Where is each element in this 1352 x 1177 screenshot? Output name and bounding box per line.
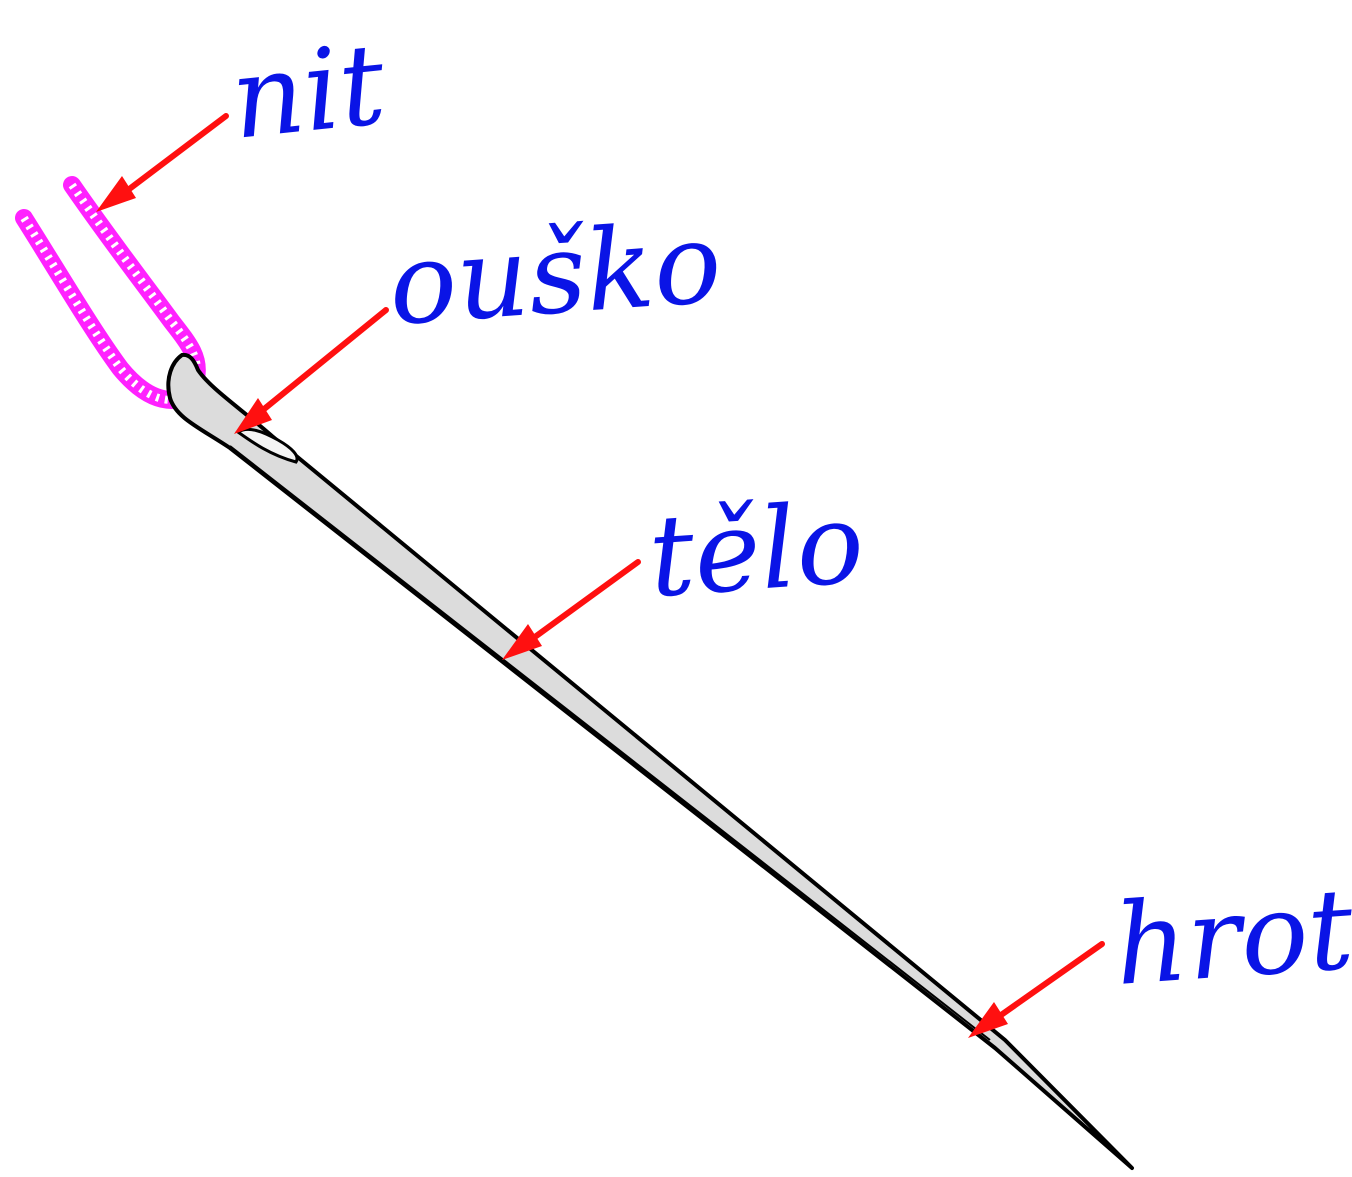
needle	[166, 352, 1134, 1170]
thread-strand-front	[63, 176, 206, 387]
arrows	[96, 113, 1105, 1038]
arrow-tip	[968, 941, 1105, 1038]
thread	[15, 176, 206, 409]
arrow-thread	[96, 113, 229, 212]
needle-eye	[235, 427, 299, 464]
needle-body	[166, 352, 1134, 1170]
label-thread: nit	[225, 19, 392, 164]
thread-strand-back-pattern	[20, 215, 173, 404]
labels: nit ouško tělo hrot	[225, 19, 1352, 1010]
label-eye: ouško	[385, 198, 726, 351]
label-body: tělo	[645, 478, 868, 623]
arrow-body	[502, 559, 641, 660]
arrow-eye	[234, 307, 389, 434]
label-tip: hrot	[1111, 865, 1352, 1011]
thread-strand-back	[15, 209, 181, 409]
thread-strand-front-pattern	[68, 182, 201, 379]
needle-edge-line	[229, 445, 991, 1041]
